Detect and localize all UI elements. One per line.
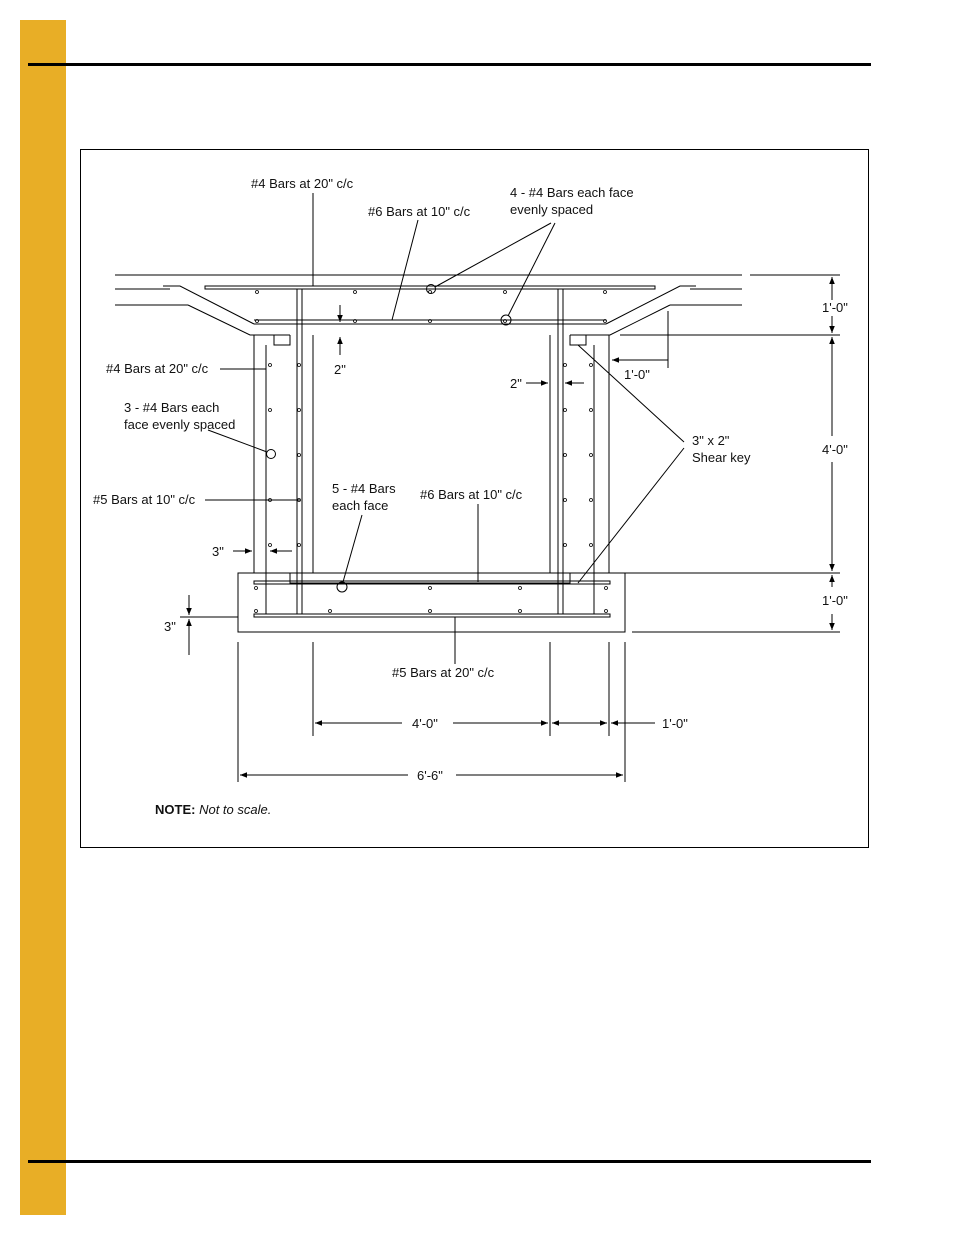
label-shear-key-line2: Shear key bbox=[692, 450, 751, 465]
label-shear-key-line1: 3" x 2" bbox=[692, 433, 730, 448]
note-line: NOTE: Not to scale. bbox=[155, 802, 271, 817]
concrete-outline bbox=[115, 275, 742, 632]
label-five-bars-line1: 5 - #4 Bars bbox=[332, 481, 396, 496]
label-bottom-bars-6-10: #6 Bars at 10" c/c bbox=[420, 487, 523, 502]
note-label: NOTE: bbox=[155, 802, 195, 817]
label-wall-bars-4-20: #4 Bars at 20" c/c bbox=[106, 361, 209, 376]
callout-circles bbox=[267, 285, 512, 593]
label-dim-wall-4ft: 4'-0" bbox=[822, 442, 848, 457]
label-top-bars-4-20: #4 Bars at 20" c/c bbox=[251, 176, 354, 191]
label-dim-3in-b: 3" bbox=[164, 619, 176, 634]
label-dim-right-1ft: 1'-0" bbox=[662, 716, 688, 731]
label-dim-2in-a: 2" bbox=[334, 362, 346, 377]
label-each-face-3-line2: face evenly spaced bbox=[124, 417, 235, 432]
label-each-face-4-line1: 4 - #4 Bars each face bbox=[510, 185, 634, 200]
label-dim-inner-4ft: 4'-0" bbox=[412, 716, 438, 731]
label-top-bars-6-10: #6 Bars at 10" c/c bbox=[368, 204, 471, 219]
label-dim-3in-a: 3" bbox=[212, 544, 224, 559]
note-text: Not to scale. bbox=[199, 802, 271, 817]
label-dim-total: 6'-6" bbox=[417, 768, 443, 783]
label-dim-1ft-haunch: 1'-0" bbox=[624, 367, 650, 382]
reinforcing-bars bbox=[205, 286, 655, 617]
label-each-face-4-line2: evenly spaced bbox=[510, 202, 593, 217]
label-five-bars-line2: each face bbox=[332, 498, 388, 513]
bar-dots bbox=[255, 291, 608, 613]
label-dim-footing-1ft: 1'-0" bbox=[822, 593, 848, 608]
label-each-face-3-line1: 3 - #4 Bars each bbox=[124, 400, 219, 415]
dimension-lines bbox=[180, 275, 840, 782]
label-dim-2in-b: 2" bbox=[510, 376, 522, 391]
label-bottom-bars-5-20: #5 Bars at 20" c/c bbox=[392, 665, 495, 680]
label-dim-top-1ft: 1'-0" bbox=[822, 300, 848, 315]
label-wall-bars-5-10: #5 Bars at 10" c/c bbox=[93, 492, 196, 507]
leader-lines bbox=[205, 193, 684, 664]
